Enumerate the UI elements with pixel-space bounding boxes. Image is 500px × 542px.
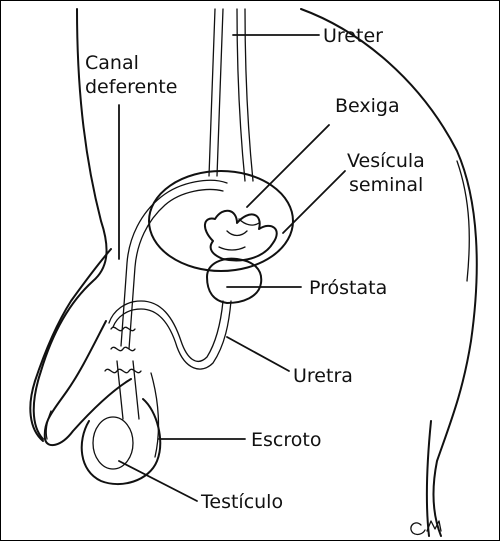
leader-uretra: [227, 337, 289, 371]
label-vesicula-line2: seminal: [349, 174, 423, 196]
labels: Ureter Canal deferente Bexiga Vesícula s…: [85, 25, 425, 513]
leader-vesicula-seminal: [283, 171, 345, 233]
label-testiculo: Testículo: [200, 491, 283, 513]
penis: [45, 321, 131, 445]
label-canal-line2: deferente: [85, 76, 177, 98]
label-vesicula-line1: Vesícula: [347, 150, 425, 172]
label-escroto: Escroto: [251, 429, 321, 451]
leader-testiculo: [119, 461, 197, 501]
label-bexiga: Bexiga: [335, 95, 400, 117]
bladder: [149, 171, 293, 271]
leader-bexiga: [247, 125, 329, 207]
label-prostata: Próstata: [309, 277, 387, 299]
testicle: [93, 417, 133, 469]
urethra: [109, 301, 231, 369]
label-ureter: Ureter: [323, 25, 383, 47]
seminal-vesicle: [205, 211, 277, 261]
prostate: [207, 259, 261, 303]
label-uretra: Uretra: [293, 365, 353, 387]
label-canal-line1: Canal: [85, 52, 139, 74]
spermatic-coils: [105, 327, 141, 419]
